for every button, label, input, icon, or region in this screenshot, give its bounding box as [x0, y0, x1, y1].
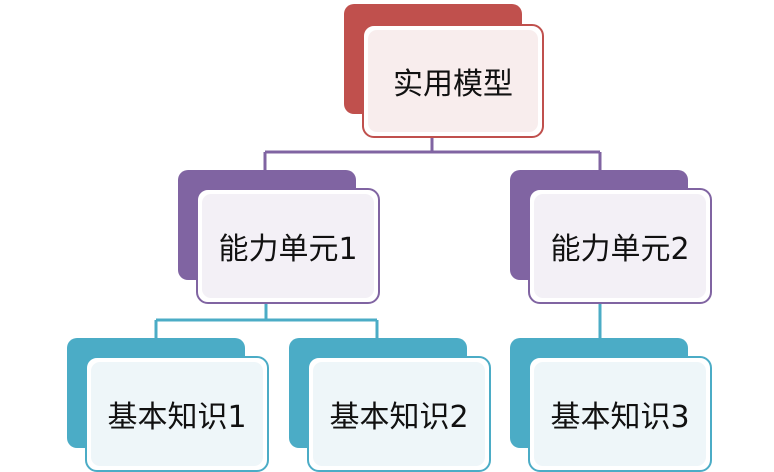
node-root-label: 实用模型: [393, 67, 513, 102]
node-unit-2: 能力单元2: [510, 170, 714, 304]
node-unit-1-label: 能力单元1: [218, 232, 358, 267]
node-root-box: 实用模型: [362, 24, 544, 138]
node-unit-1: 能力单元1: [178, 170, 382, 304]
node-knowledge-3: 基本知识3: [510, 338, 714, 472]
node-unit-1-box: 能力单元1: [196, 188, 380, 304]
node-unit-2-box: 能力单元2: [528, 188, 712, 304]
node-unit-2-label: 能力单元2: [550, 232, 690, 267]
node-knowledge-2-label: 基本知识2: [329, 400, 469, 435]
node-knowledge-1: 基本知识1: [67, 338, 270, 472]
node-knowledge-1-box: 基本知识1: [85, 356, 269, 472]
node-knowledge-3-label: 基本知识3: [550, 400, 690, 435]
node-knowledge-2: 基本知识2: [289, 338, 492, 472]
node-root: 实用模型: [344, 4, 546, 138]
node-knowledge-1-label: 基本知识1: [107, 400, 247, 435]
node-knowledge-3-box: 基本知识3: [528, 356, 712, 472]
node-knowledge-2-box: 基本知识2: [307, 356, 491, 472]
